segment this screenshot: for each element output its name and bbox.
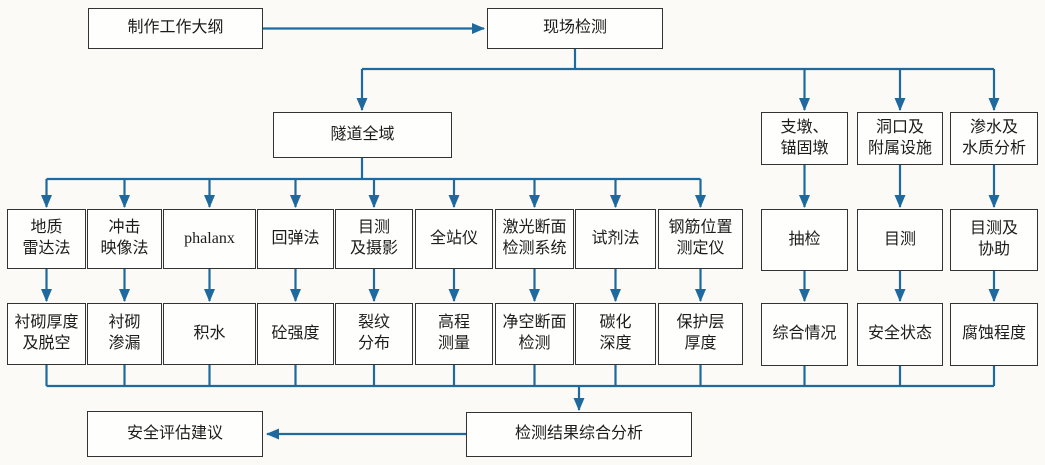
node-side-method-spot-check: 抽检 — [761, 209, 848, 271]
node-result-concrete-strength: 砼强度 — [257, 303, 334, 365]
node-side-object-portal: 洞口及 附属设施 — [857, 112, 943, 165]
node-result-lining-thickness: 衬砌厚度 及脱空 — [7, 303, 86, 365]
node-result-elevation-survey: 高程 测量 — [415, 303, 493, 365]
node-method-total-station: 全站仪 — [415, 209, 493, 269]
node-method-rebound: 回弹法 — [257, 209, 334, 269]
node-comprehensive-analysis: 检测结果综合分析 — [466, 412, 692, 457]
node-make-outline: 制作工作大纲 — [88, 8, 263, 49]
node-method-reagent: 试剂法 — [575, 209, 656, 269]
node-side-method-visual: 目测 — [857, 209, 943, 271]
node-tunnel-whole-area: 隧道全域 — [273, 112, 452, 158]
node-safety-assessment-advice: 安全评估建议 — [87, 411, 263, 457]
node-site-inspection: 现场检测 — [487, 8, 663, 49]
node-result-clearance-section: 净空断面 检测 — [495, 303, 574, 365]
node-result-crack-distribution: 裂纹 分布 — [335, 303, 413, 365]
node-side-result-overall-condition: 综合情况 — [761, 303, 848, 366]
node-side-method-visual-assist: 目测及 协助 — [950, 209, 1038, 271]
node-result-cover-thickness: 保护层 厚度 — [658, 303, 743, 365]
node-side-object-piers: 支墩、 锚固墩 — [761, 112, 848, 165]
node-method-rebar-locator: 钢筋位置 测定仪 — [658, 209, 743, 269]
node-result-lining-leakage: 衬砌 渗漏 — [87, 303, 162, 365]
node-method-visual-photo: 目测 及摄影 — [335, 209, 413, 269]
node-side-result-corrosion-degree: 腐蚀程度 — [950, 303, 1038, 366]
node-method-laser-section: 激光断面 检测系统 — [495, 209, 574, 269]
node-side-result-safety-state: 安全状态 — [857, 303, 943, 366]
node-result-carbonation-depth: 碳化 深度 — [575, 303, 656, 365]
node-method-phalanx: phalanx — [163, 209, 256, 269]
connector-group — [41, 23, 1000, 440]
node-method-geological-radar: 地质 雷达法 — [7, 209, 86, 269]
node-result-water-accumulation: 积水 — [163, 303, 256, 365]
node-side-object-seepage: 渗水及 水质分析 — [950, 112, 1038, 165]
node-method-impact-imaging: 冲击 映像法 — [87, 209, 162, 269]
